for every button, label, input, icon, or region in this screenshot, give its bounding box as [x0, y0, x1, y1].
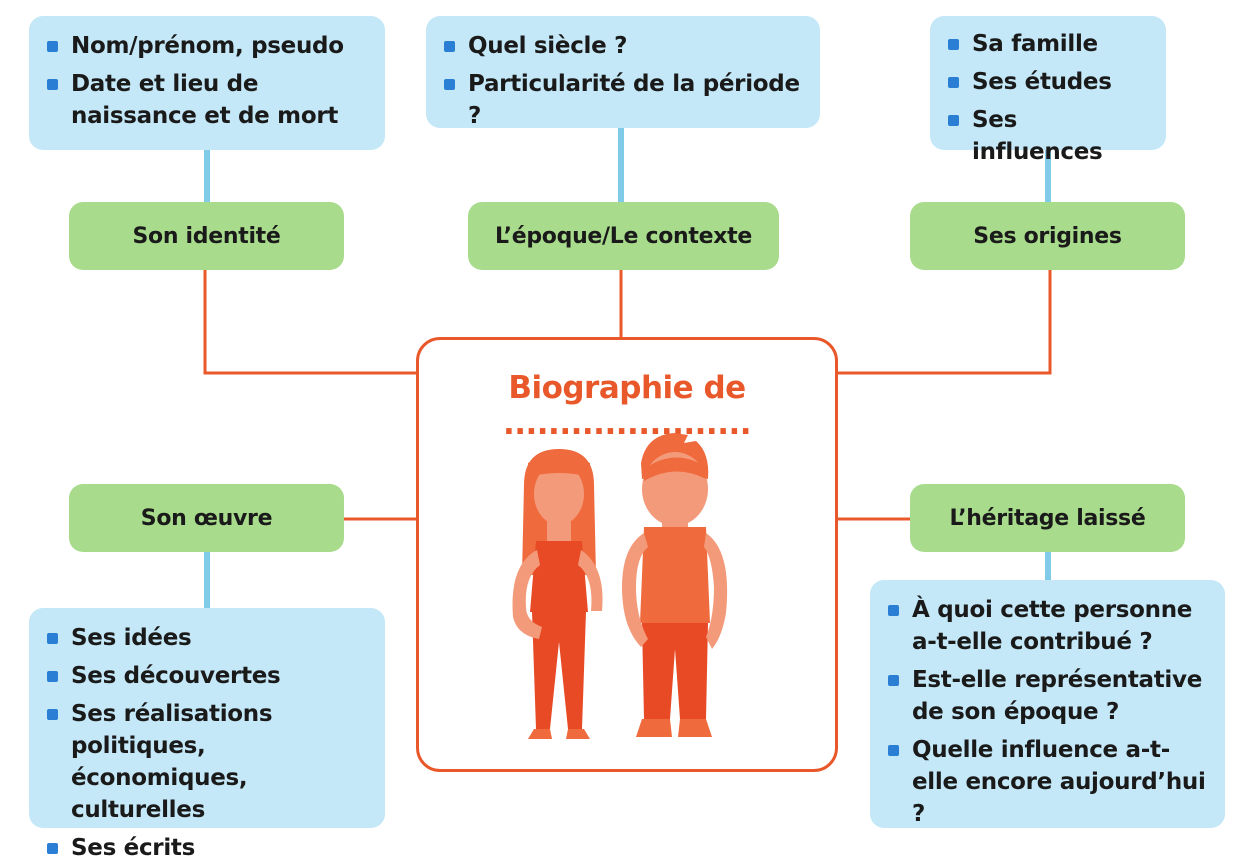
man-hair-front — [644, 457, 706, 481]
bullet-icon — [444, 79, 455, 90]
list-item: Particularité de la période ? — [444, 68, 804, 132]
list-item: Ses découvertes — [47, 660, 369, 692]
list-item: Nom/prénom, pseudo — [47, 30, 369, 62]
list-item: Quelle influence a-t-elle encore aujourd… — [888, 734, 1209, 830]
bullet-icon — [47, 79, 58, 90]
woman-neck — [547, 521, 571, 541]
man-right-arm — [704, 533, 728, 649]
list-item: Ses études — [948, 66, 1150, 98]
man-torso — [640, 527, 710, 623]
man-legs — [642, 623, 708, 719]
bullet-icon — [948, 77, 959, 88]
woman-figure — [512, 449, 603, 739]
bullet-icon — [47, 709, 58, 720]
bullet-icon — [888, 745, 899, 756]
bullet-icon — [888, 675, 899, 686]
man-figure — [622, 433, 728, 737]
label-identite: Son identité — [69, 202, 344, 270]
list-item: Ses réalisations politiques, économiques… — [47, 698, 369, 826]
list-item: Date et lieu de naissance et de mort — [47, 68, 369, 132]
list-item: Est-elle représentative de son époque ? — [888, 664, 1209, 728]
bullet-icon — [948, 115, 959, 126]
info-box-identite: Nom/prénom, pseudo Date et lieu de naiss… — [29, 16, 385, 150]
list-item: Quel siècle ? — [444, 30, 804, 62]
bullet-icon — [47, 41, 58, 52]
info-box-epoque: Quel siècle ? Particularité de la périod… — [426, 16, 820, 129]
man-left-shoe — [636, 719, 672, 737]
list-item: À quoi cette personne a-t-elle contribué… — [888, 594, 1209, 658]
people-illustration — [512, 433, 728, 739]
man-left-arm — [622, 533, 648, 647]
list-item: Sa famille — [948, 28, 1150, 60]
woman-left-shoe — [528, 729, 552, 739]
center-box: Biographie de ...................... — [416, 337, 838, 772]
bullet-icon — [888, 605, 899, 616]
woman-right-shoe — [566, 729, 590, 739]
label-heritage: L’héritage laissé — [910, 484, 1185, 552]
connector-origines-center — [836, 270, 1052, 375]
woman-legs — [532, 612, 586, 729]
bullet-icon — [948, 39, 959, 50]
bullet-icon — [47, 671, 58, 682]
woman-right-arm — [578, 550, 603, 611]
center-title: Biographie de ...................... — [502, 370, 752, 442]
woman-face — [534, 463, 584, 525]
bullet-icon — [47, 633, 58, 644]
info-box-oeuvre: Ses idées Ses découvertes Ses réalisatio… — [29, 608, 385, 861]
info-box-origines: Sa famille Ses études Ses influences — [930, 16, 1166, 165]
woman-torso — [530, 541, 588, 612]
list-item: Ses écrits — [47, 832, 369, 864]
bullet-icon — [444, 41, 455, 52]
label-origines: Ses origines — [910, 202, 1185, 270]
label-oeuvre: Son œuvre — [69, 484, 344, 552]
list-item: Ses idées — [47, 622, 369, 654]
man-right-shoe — [678, 719, 712, 737]
connector-identite-center — [203, 270, 418, 375]
list-item: Ses influences — [948, 104, 1150, 168]
label-epoque: L’époque/Le contexte — [468, 202, 779, 270]
woman-left-arm — [512, 550, 542, 639]
woman-fringe — [528, 455, 590, 477]
info-box-heritage: À quoi cette personne a-t-elle contribué… — [870, 580, 1225, 828]
